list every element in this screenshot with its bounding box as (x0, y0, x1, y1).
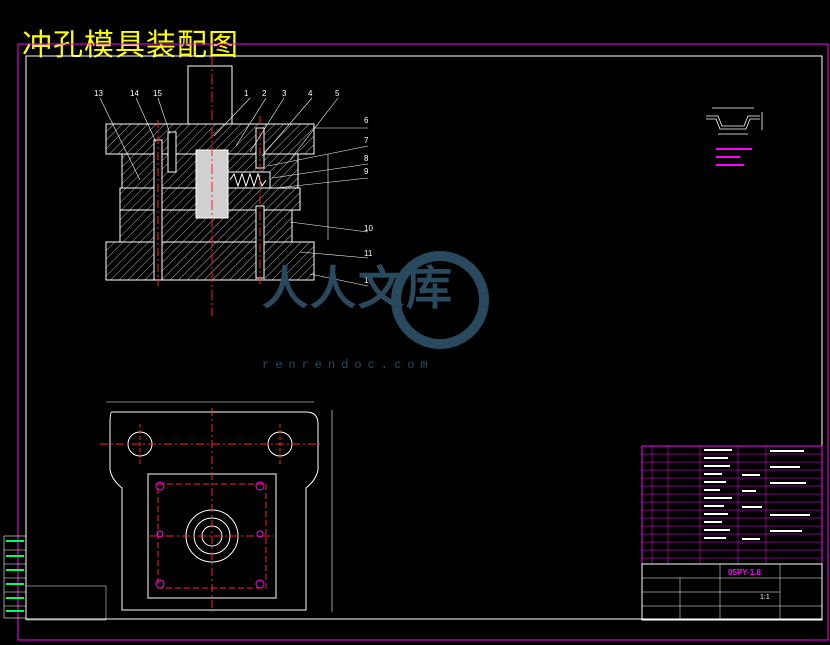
watermark-url: renrendoc.com (262, 358, 434, 372)
part-label-13: 13 (94, 89, 103, 98)
part-label-12: 12 (364, 276, 373, 285)
part-label-7: 7 (364, 136, 369, 145)
part-label-11: 11 (364, 249, 373, 258)
part-label-4: 4 (308, 89, 313, 98)
watermark-text: 人人文库 (262, 261, 454, 315)
part-label-6: 6 (364, 116, 369, 125)
technical-notes (716, 148, 752, 166)
section-view (99, 56, 369, 316)
revision-strip (3, 535, 27, 619)
part-label-8: 8 (364, 154, 369, 163)
watermark-logo (391, 251, 489, 349)
part-sketch (706, 107, 763, 135)
part-label-10: 10 (364, 224, 373, 233)
part-label-14: 14 (130, 89, 139, 98)
outer-border (17, 43, 829, 641)
lower-title-strip (25, 585, 107, 621)
drawing-number: 05PY-1.8 (728, 568, 761, 577)
part-label-9: 9 (364, 167, 369, 176)
part-label-1: 1 (244, 89, 249, 98)
part-label-3: 3 (282, 89, 287, 98)
part-label-2: 2 (262, 89, 267, 98)
drawing-title: 冲孔模具装配图 (22, 28, 239, 63)
part-label-15: 15 (153, 89, 162, 98)
inner-border (25, 55, 823, 620)
title-block (641, 563, 823, 621)
drawing-scale: 1:1 (760, 594, 770, 601)
plan-view (100, 401, 333, 612)
parts-list (641, 445, 823, 565)
part-label-5: 5 (335, 89, 340, 98)
